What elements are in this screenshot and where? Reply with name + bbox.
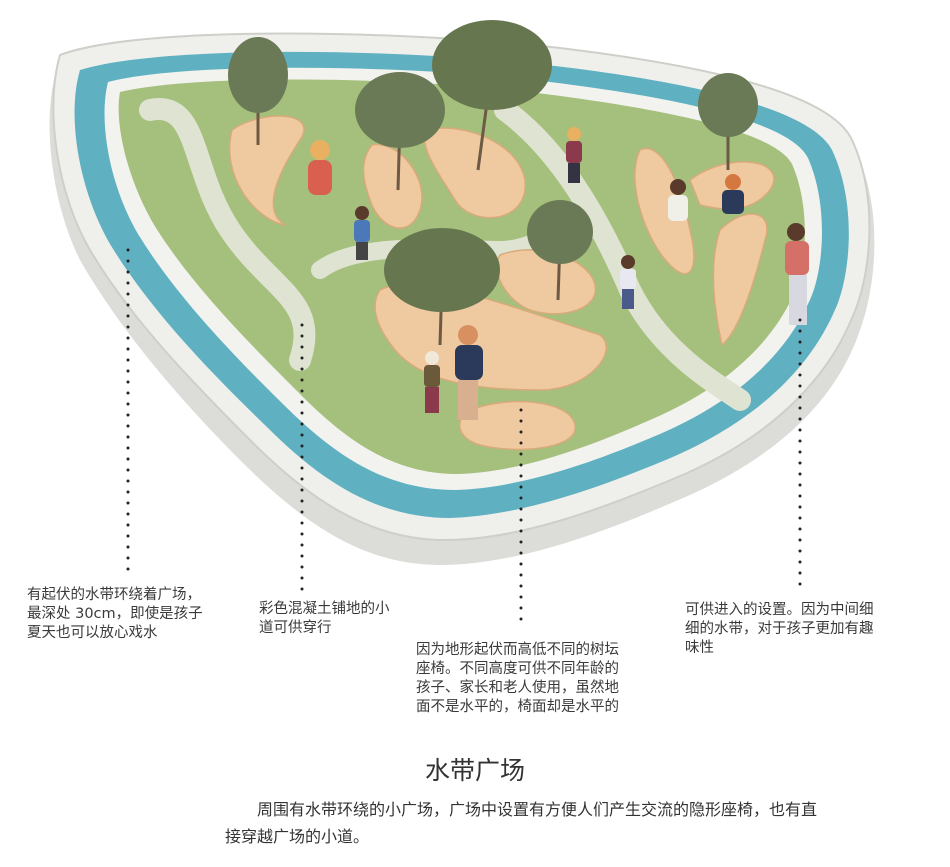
- people-group: [308, 127, 809, 420]
- person: [620, 255, 636, 309]
- description-text: 周围有水带环绕的小广场，广场中设置有方便人们产生交流的隐形座椅，也有直接穿越广场…: [225, 800, 818, 846]
- person: [668, 179, 688, 221]
- bench: [634, 147, 695, 275]
- tree-canopy: [527, 200, 593, 264]
- bench: [459, 400, 576, 451]
- person: [455, 325, 483, 420]
- tree-canopy: [355, 72, 445, 148]
- tree-group: [228, 20, 758, 346]
- person: [566, 127, 582, 183]
- bench: [362, 143, 423, 229]
- annotation-water-ring: 有起伏的水带环绕着广场， 最深处 30cm，即使是孩子 夏天也可以放心戏水: [27, 587, 203, 641]
- annotation-tree-bench: 因为地形起伏而高低不同的树坛 座椅。不同高度可供不同年龄的 孩子、家长和老人使用…: [416, 642, 619, 715]
- person: [785, 223, 809, 325]
- tree-canopy: [698, 73, 758, 137]
- annotation-accessible-feature: 可供进入的设置。因为中间细 细的水带，对于孩子更加有趣 味性: [685, 602, 874, 656]
- bench: [228, 115, 305, 226]
- page-title: 水带广场: [424, 756, 525, 785]
- tree-canopy: [432, 20, 552, 110]
- annotation-path: 彩色混凝土铺地的小 道可供穿行: [259, 601, 390, 636]
- person: [424, 351, 440, 413]
- person: [308, 140, 332, 195]
- person: [354, 206, 370, 260]
- leader-lines: [126, 248, 802, 632]
- person: [722, 174, 744, 214]
- bench: [423, 127, 526, 219]
- bench: [712, 213, 768, 347]
- tree-canopy: [228, 37, 288, 113]
- tree-canopy: [384, 228, 500, 312]
